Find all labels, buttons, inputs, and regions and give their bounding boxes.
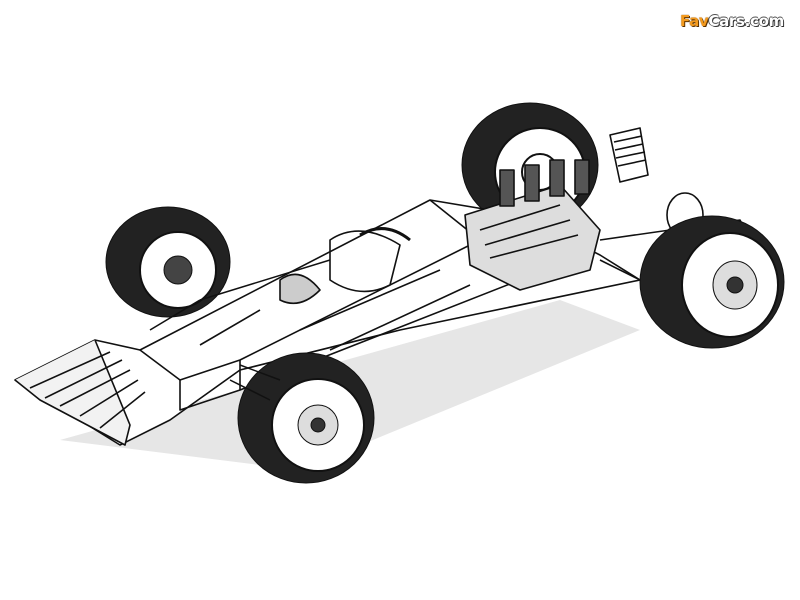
rear-right-wheel — [639, 215, 785, 349]
front-left-wheel — [105, 206, 231, 318]
watermark-rest: Cars.com — [708, 12, 784, 30]
favcars-watermark: FavCars.com — [680, 12, 784, 30]
engine — [464, 127, 761, 301]
front-right-wheel — [237, 352, 375, 484]
front-suspension — [199, 259, 331, 401]
watermark-accent: Fav — [680, 12, 709, 30]
